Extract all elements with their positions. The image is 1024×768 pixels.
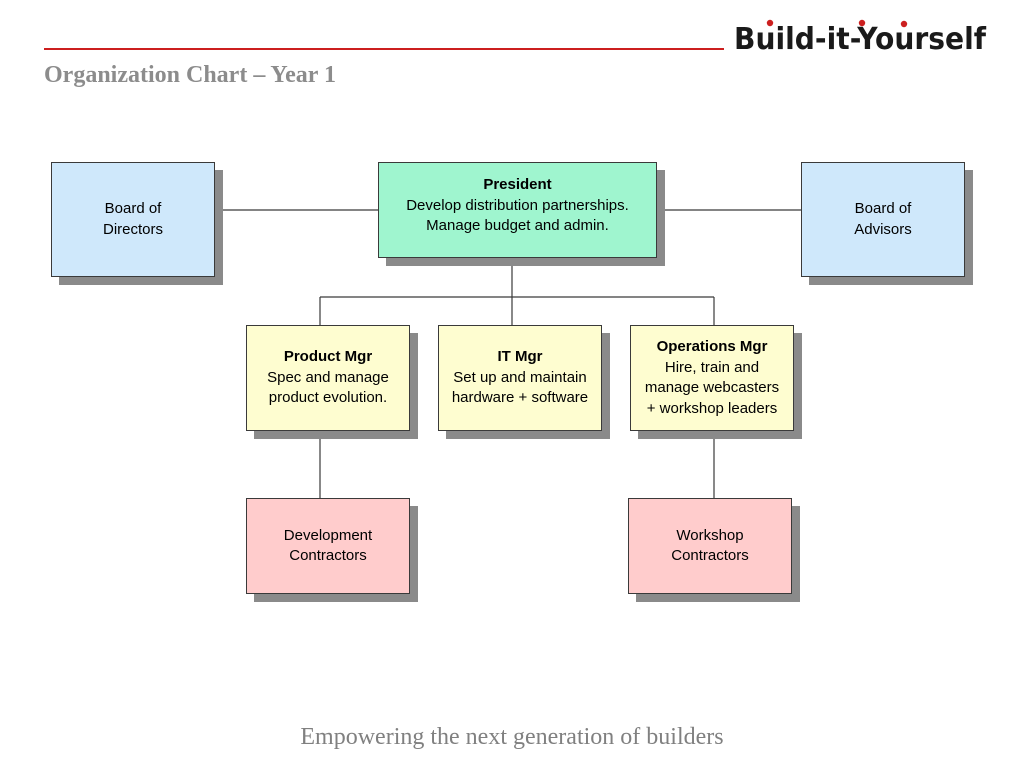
board-advisors-line: Advisors xyxy=(854,220,912,238)
operations-mgr-duty: manage webcasters xyxy=(644,379,780,396)
president-box: President Develop distribution partnersh… xyxy=(378,162,657,258)
board-of-directors-box: Board of Directors xyxy=(51,162,215,277)
operations-mgr-duty: Hire, train and xyxy=(664,358,760,376)
product-mgr-duty: Spec and manage xyxy=(267,368,389,386)
product-mgr-role: Product Mgr xyxy=(283,348,373,366)
it-mgr-duty: hardware + software xyxy=(451,389,589,407)
board-directors-line: Directors xyxy=(102,220,163,238)
it-mgr-duty: Set up and maintain xyxy=(453,368,587,386)
president-duty: Manage budget and admin. xyxy=(426,217,609,234)
board-advisors-line: Board of xyxy=(854,200,912,217)
board-of-advisors-box: Board of Advisors xyxy=(801,162,965,277)
development-contractors-box: Development Contractors xyxy=(246,498,410,594)
logo-text: Build-it-Yourself xyxy=(734,22,987,57)
board-directors-line: Board of xyxy=(104,200,162,217)
product-mgr-duty: product evolution. xyxy=(268,389,388,407)
page-title: Organization Chart – Year 1 xyxy=(44,62,336,88)
build-it-yourself-logo: Build-it-Yourself xyxy=(734,19,987,57)
it-mgr-box: IT Mgr Set up and maintain hardware + so… xyxy=(438,325,602,431)
president-duty: Develop distribution partnerships. xyxy=(406,196,629,214)
president-role: President xyxy=(483,176,552,193)
dev-contractors-line: Contractors xyxy=(289,547,367,564)
workshop-contractors-line: Contractors xyxy=(671,547,749,564)
dev-contractors-line: Development xyxy=(283,526,373,544)
tagline: Empowering the next generation of builde… xyxy=(300,724,724,750)
product-mgr-box: Product Mgr Spec and manage product evol… xyxy=(246,325,410,431)
workshop-contractors-line: Workshop xyxy=(676,526,744,544)
operations-mgr-duty: + workshop leaders xyxy=(646,399,778,417)
header-rule xyxy=(44,48,724,50)
workshop-contractors-box: Workshop Contractors xyxy=(628,498,792,594)
it-mgr-role: IT Mgr xyxy=(497,348,543,366)
operations-mgr-role: Operations Mgr xyxy=(656,338,768,355)
operations-mgr-box: Operations Mgr Hire, train and manage we… xyxy=(630,325,794,431)
